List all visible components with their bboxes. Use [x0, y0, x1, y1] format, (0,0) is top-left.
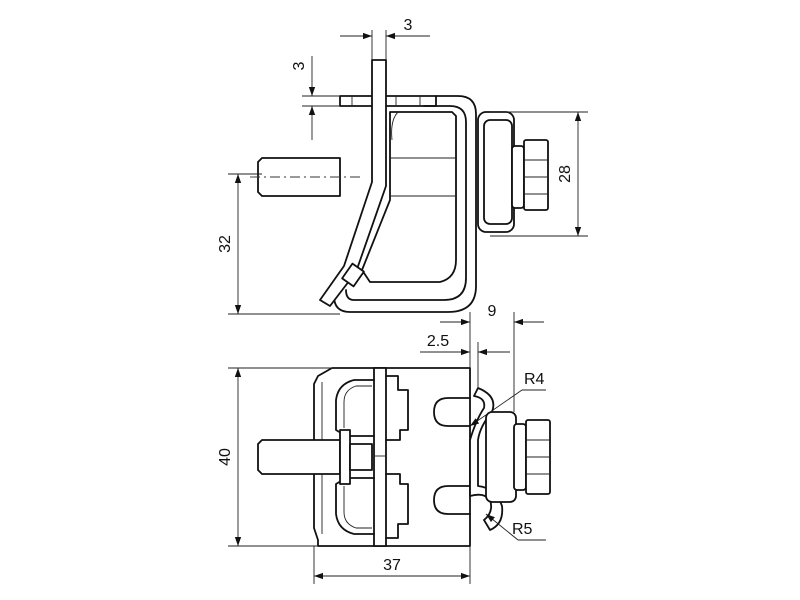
dim-label-offset-inner: 2.5	[427, 333, 449, 350]
dim-radius-upper: R4	[469, 371, 546, 427]
dim-label-offset-outer: 9	[488, 303, 497, 320]
step-upper	[385, 375, 409, 441]
dim-label-radius-lower: R5	[512, 521, 533, 538]
dim-tab-height: 3	[291, 56, 340, 140]
dim-bolt-offset: 32	[217, 173, 340, 315]
step-lower	[385, 473, 409, 539]
dim-label-bolt-offset: 32	[217, 235, 234, 253]
top-tab	[339, 95, 437, 107]
top-view: 3 3 28 32	[217, 17, 588, 315]
bolt-left	[257, 429, 373, 485]
nut-assembly	[477, 111, 549, 233]
dim-label-plate-thickness: 3	[404, 17, 413, 34]
cavity-lower	[335, 477, 375, 535]
dim-label-tab-height: 3	[291, 61, 308, 70]
dim-width: 40	[217, 367, 332, 547]
dim-plate-thickness: 3	[340, 17, 430, 60]
clamp-body	[361, 111, 457, 283]
cavity-upper	[335, 379, 375, 437]
dim-label-width: 40	[217, 448, 234, 466]
dim-label-height-right: 28	[557, 165, 574, 183]
bent-plate	[319, 59, 387, 307]
dim-height-right: 28	[490, 111, 588, 237]
slot-lower	[433, 485, 471, 515]
dim-length: 37	[313, 546, 471, 584]
threaded-rod	[250, 157, 360, 197]
clamp-block	[313, 367, 471, 547]
dim-label-radius-upper: R4	[524, 371, 545, 388]
dim-radius-lower: R5	[485, 513, 546, 541]
center-plate	[373, 367, 387, 547]
slot-upper	[433, 397, 471, 427]
dim-offset-inner: 2.5	[420, 333, 510, 388]
u-bracket-outer	[333, 95, 477, 313]
nut-assembly-bottom	[485, 411, 551, 503]
bottom-view: 40 37 9 2.5 R4	[217, 303, 551, 584]
u-bracket-inner	[345, 105, 467, 301]
dim-label-length: 37	[383, 557, 401, 574]
